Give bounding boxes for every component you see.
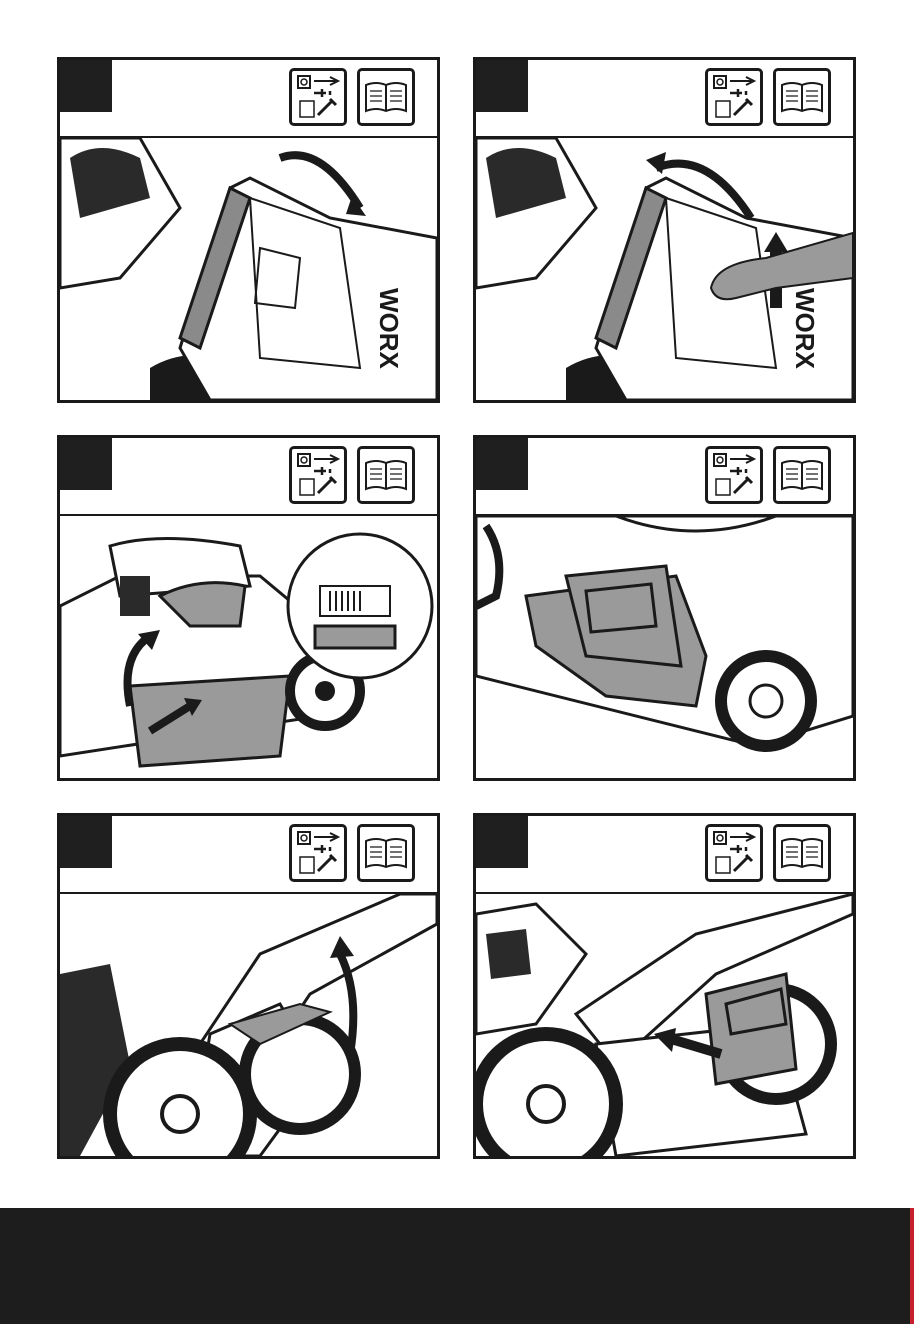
panel-header — [476, 438, 853, 516]
instruction-panel-3 — [57, 435, 440, 781]
instruction-panel-4 — [473, 435, 856, 781]
open-book-icon — [357, 446, 415, 504]
unplug-wrench-icon — [705, 824, 763, 882]
instruction-panel-6 — [473, 813, 856, 1159]
open-book-icon — [357, 824, 415, 882]
panel-header — [60, 60, 437, 138]
open-book-icon — [357, 68, 415, 126]
illustration-mulch-plug-insert — [60, 516, 437, 778]
illustration-rear-flap-lift: WORX — [60, 138, 437, 400]
open-book-icon — [773, 68, 831, 126]
panel-header — [476, 60, 853, 138]
step-number-box — [476, 816, 528, 868]
illustration-side-chute-insert — [476, 894, 853, 1156]
unplug-wrench-icon — [289, 446, 347, 504]
instruction-panel-2: WORX — [473, 57, 856, 403]
footer-accent-stripe — [910, 1208, 914, 1324]
open-book-icon — [773, 446, 831, 504]
instruction-panel-1: WORX — [57, 57, 440, 403]
step-number-box — [60, 60, 112, 112]
panel-header — [476, 816, 853, 894]
unplug-wrench-icon — [289, 68, 347, 126]
footer-band — [0, 1208, 914, 1324]
instruction-panel-5 — [57, 813, 440, 1159]
step-number-box — [60, 816, 112, 868]
illustration-mulch-plug-installed — [476, 516, 853, 778]
panel-header — [60, 816, 437, 894]
panel-header — [60, 438, 437, 516]
illustration-side-flap-lift — [60, 894, 437, 1156]
step-number-box — [60, 438, 112, 490]
brand-label: WORX — [374, 288, 404, 370]
unplug-wrench-icon — [705, 446, 763, 504]
brand-label: WORX — [790, 288, 820, 370]
step-number-box — [476, 438, 528, 490]
unplug-wrench-icon — [289, 824, 347, 882]
open-book-icon — [773, 824, 831, 882]
step-number-box — [476, 60, 528, 112]
illustration-rear-flap-hold: WORX — [476, 138, 853, 400]
unplug-wrench-icon — [705, 68, 763, 126]
